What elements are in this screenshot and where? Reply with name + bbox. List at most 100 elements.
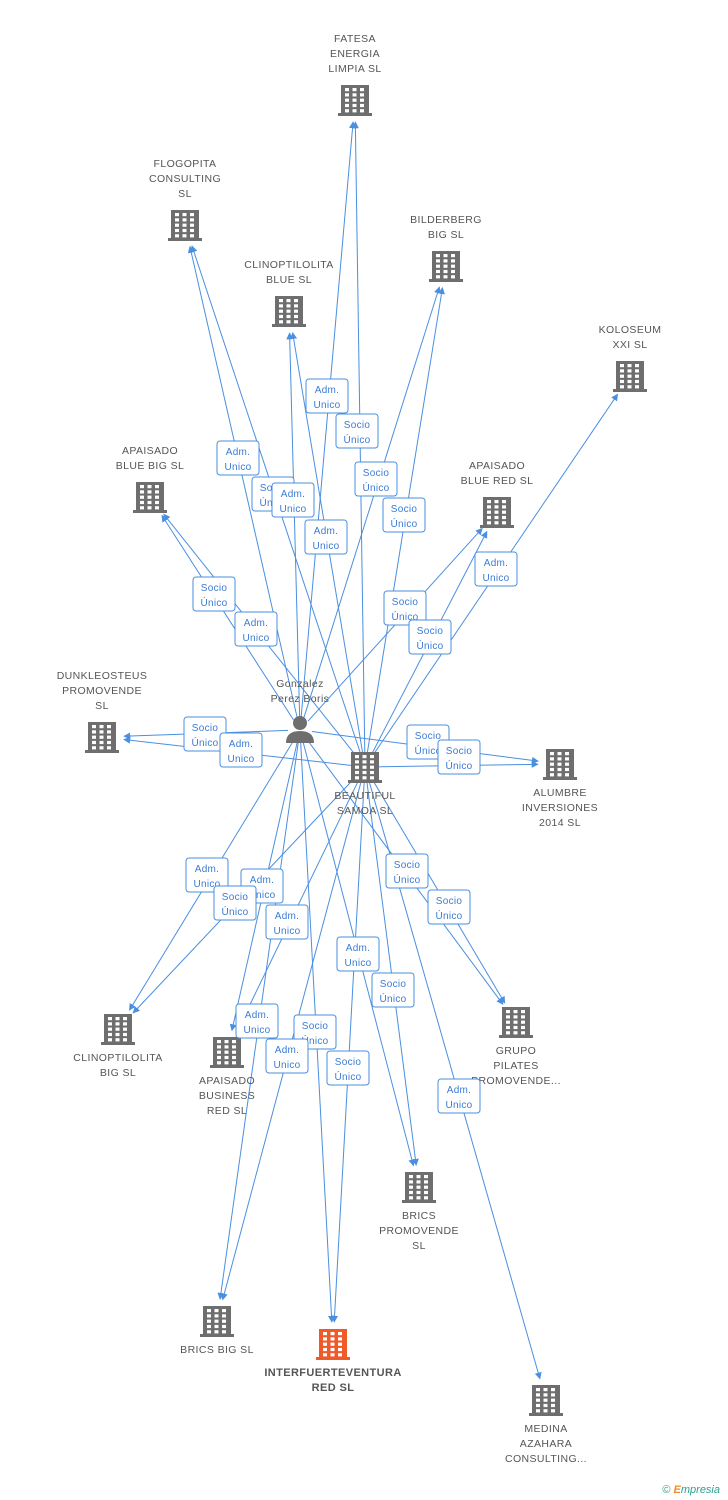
badge-label-line: Único xyxy=(221,905,248,918)
badge-label-line: Unico xyxy=(445,1100,472,1111)
badge-label-line: Único xyxy=(334,1070,361,1083)
person-icon xyxy=(286,716,314,743)
node-label-line: APAISADO xyxy=(469,460,525,472)
adm-unico-badge[interactable]: Adm.Unico xyxy=(185,857,229,893)
node-label-line: CLINOPTILOLITA xyxy=(73,1052,162,1064)
adm-unico-badge[interactable]: Adm.Unico xyxy=(336,936,380,972)
badge-label-line: Único xyxy=(191,736,218,749)
node-label-line: DUNKLEOSTEUS xyxy=(57,670,148,682)
node-label-line: BEAUTIFUL xyxy=(334,790,395,802)
adm-unico-badge[interactable]: Adm.Unico xyxy=(304,519,348,555)
badge-label-line: Adm. xyxy=(275,1045,300,1056)
badge-label-line: Unico xyxy=(482,573,509,584)
edge-gonzalez-to-apaisado_bb xyxy=(161,514,294,721)
adm-unico-badge[interactable]: Adm.Unico xyxy=(474,551,518,587)
edge-badges-layer: Adm.UnicoSocioÚnicoAdm.UnicoSocioÚnicoSo… xyxy=(183,378,518,1114)
node-label-line: INVERSIONES xyxy=(522,802,598,814)
brand-rest: mpresia xyxy=(680,1484,720,1496)
node-label-line: ENERGIA xyxy=(330,48,380,60)
badge-label-line: Socio xyxy=(417,626,444,637)
badge-label-line: Unico xyxy=(227,754,254,765)
node-label-line: BLUE SL xyxy=(266,274,312,286)
badge-label-line: Único xyxy=(416,639,443,652)
adm-unico-badge[interactable]: Adm.Unico xyxy=(234,611,278,647)
adm-unico-badge[interactable]: Adm.Unico xyxy=(235,1003,279,1039)
badge-label-line: Único xyxy=(445,759,472,772)
node-label-line: SL xyxy=(95,700,109,712)
badge-label-line: Socio xyxy=(394,860,421,871)
adm-unico-badge[interactable]: Adm.Unico xyxy=(216,440,260,476)
node-label-line: CONSULTING xyxy=(149,173,221,185)
node-beautiful[interactable]: BEAUTIFUL SAMOA SL xyxy=(334,752,395,817)
node-label-line: FATESA xyxy=(334,33,376,45)
badge-label-line: Adm. xyxy=(229,739,254,750)
node-label-line: LIMPIA SL xyxy=(328,63,381,75)
badge-label-line: Socio xyxy=(363,468,390,479)
adm-unico-badge[interactable]: Adm. Unico xyxy=(265,1038,309,1074)
empresia-credit[interactable]: © Empresia xyxy=(662,1484,720,1496)
badge-label-line: Socio xyxy=(335,1057,362,1068)
badge-label-line: Único xyxy=(343,433,370,446)
node-brics_big[interactable]: BRICS BIG SL xyxy=(180,1306,254,1356)
node-label-line: BRICS xyxy=(402,1210,436,1222)
node-fatesa[interactable]: FATESA ENERGIA LIMPIA SL xyxy=(328,33,381,116)
node-label-line: XXI SL xyxy=(612,339,647,351)
building-icon xyxy=(168,210,202,241)
node-label-line: PILATES xyxy=(493,1060,538,1072)
badge-label-line: Adm. xyxy=(244,618,269,629)
node-medina[interactable]: MEDINAAZAHARACONSULTING... xyxy=(505,1385,587,1465)
node-label-line: FLOGOPITA xyxy=(154,158,217,170)
node-flogopita[interactable]: FLOGOPITA CONSULTING SL xyxy=(149,158,221,241)
badge-label-line: Socio xyxy=(302,1021,329,1032)
building-icon xyxy=(429,251,463,282)
badge-label-line: Adm. xyxy=(250,875,275,886)
edge-gonzalez-to-bilderberg xyxy=(303,286,441,719)
node-grupo[interactable]: GRUPOPILATESPROMOVENDE... xyxy=(471,1007,561,1087)
node-label-line: CONSULTING... xyxy=(505,1453,587,1465)
badge-label-line: Adm. xyxy=(245,1010,270,1021)
node-label-line: RED SL xyxy=(207,1105,247,1117)
adm-unico-badge[interactable]: Adm.Unico xyxy=(437,1078,481,1114)
building-icon xyxy=(133,482,167,513)
adm-unico-badge[interactable]: Adm.Unico xyxy=(271,482,315,518)
adm-unico-badge[interactable]: Adm.Unico xyxy=(305,378,349,414)
badge-label-line: Socio xyxy=(380,979,407,990)
building-icon xyxy=(499,1007,533,1038)
adm-unico-badge[interactable]: Adm.Unico xyxy=(265,904,309,940)
badge-label-line: Unico xyxy=(344,958,371,969)
badge-label-line: Unico xyxy=(313,400,340,411)
adm-unico-badge[interactable]: Adm. Unico xyxy=(219,732,263,768)
building-icon xyxy=(480,497,514,528)
badge-label-line: Unico xyxy=(273,1060,300,1071)
node-label-line: BUSINESS xyxy=(199,1090,255,1102)
building-icon xyxy=(210,1037,244,1068)
node-label-line: SAMOA SL xyxy=(337,805,393,817)
node-label-line: SL xyxy=(178,188,192,200)
badge-label-line: Socio xyxy=(446,746,473,757)
